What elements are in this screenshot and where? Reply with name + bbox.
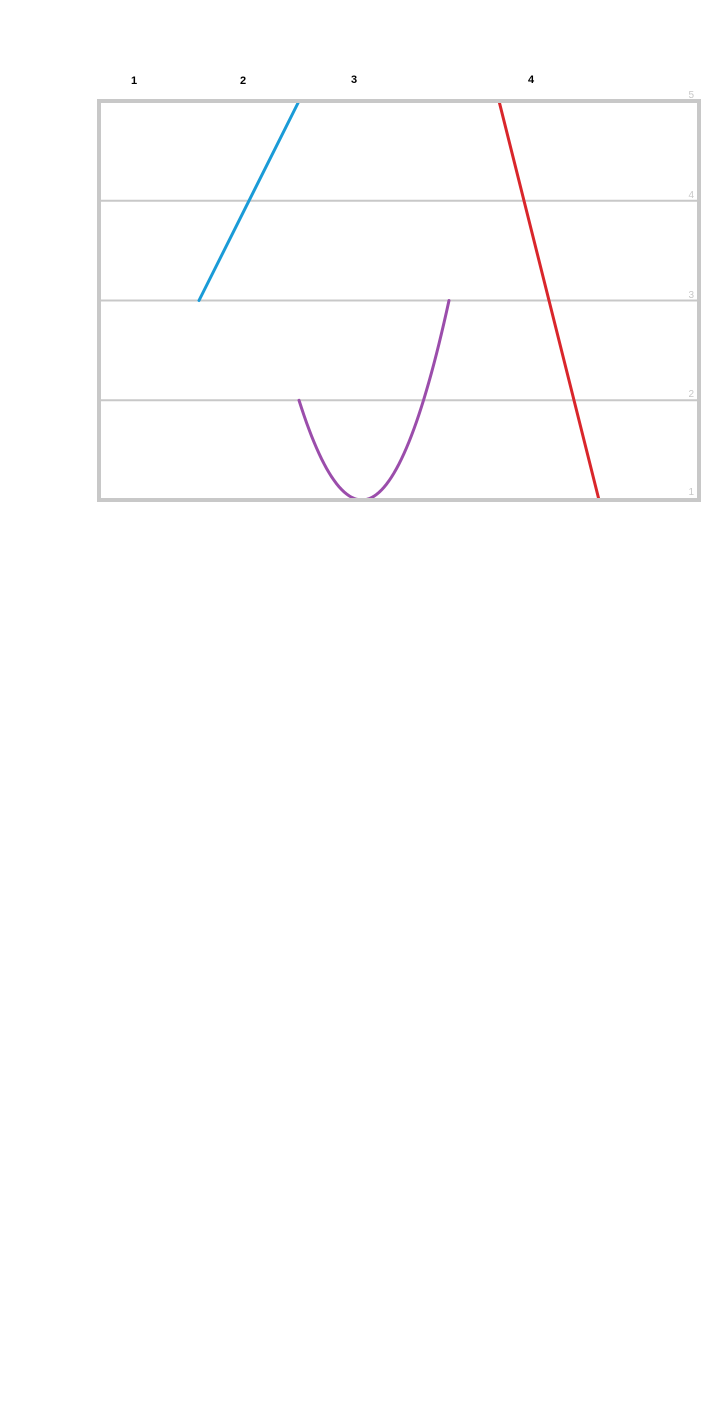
series-line-2 <box>197 99 301 302</box>
column-label: 4 <box>528 74 535 86</box>
y-tick-label: 4 <box>688 190 694 201</box>
series-line-4 <box>497 99 601 502</box>
series-line-3 <box>297 299 451 502</box>
y-tick-label: 5 <box>688 90 694 101</box>
column-label: 1 <box>131 75 137 87</box>
y-tick-label: 1 <box>688 487 694 498</box>
y-tick-label: 3 <box>688 290 694 301</box>
plot-frame <box>97 99 701 502</box>
column-label: 3 <box>351 74 357 86</box>
gridlines <box>99 199 699 402</box>
y-tick-labels: 5 4 3 2 1 <box>688 90 694 498</box>
column-label: 2 <box>240 75 246 87</box>
column-labels: 1 2 3 4 <box>131 74 535 87</box>
y-tick-label: 2 <box>688 389 694 400</box>
